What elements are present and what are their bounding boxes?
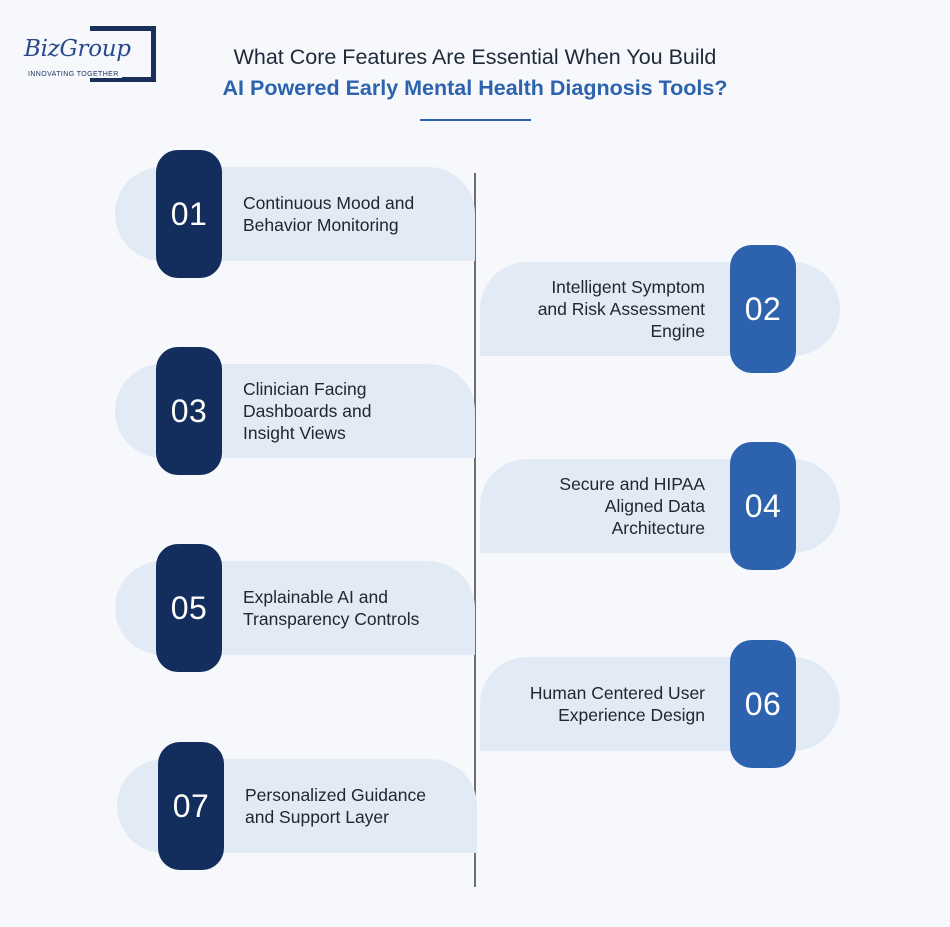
feature-label-text: Personalized Guidance and Support Layer	[245, 785, 426, 827]
feature-label-text: Clinician Facing Dashboards and Insight …	[243, 379, 372, 443]
feature-number-tab: 07	[158, 742, 224, 870]
feature-number: 05	[170, 589, 208, 626]
feature-number-tab: 06	[730, 640, 796, 768]
logo-tagline: INNOVATING TOGETHER	[28, 71, 122, 78]
bizgroup-logo: BizGroup INNOVATING TOGETHER	[22, 26, 156, 84]
feature-number: 02	[744, 290, 782, 327]
feature-number: 07	[172, 787, 210, 824]
feature-number: 01	[170, 195, 208, 232]
timeline-spine	[474, 173, 476, 887]
logo-frame	[90, 26, 156, 82]
feature-number: 06	[744, 685, 782, 722]
feature-label: Intelligent Symptom and Risk Assessment …	[480, 262, 705, 356]
logo-wordmark: BizGroup	[24, 36, 133, 62]
feature-label-text: Human Centered User Experience Design	[529, 683, 705, 725]
feature-label: Secure and HIPAA Aligned Data Architectu…	[480, 459, 705, 553]
feature-number-tab: 03	[156, 347, 222, 475]
feature-label-text: Explainable AI and Transparency Controls	[243, 587, 420, 629]
feature-label-text: Secure and HIPAA Aligned Data Architectu…	[559, 474, 705, 538]
feature-label: Human Centered User Experience Design	[480, 657, 705, 751]
title-underline	[420, 119, 531, 121]
feature-number-tab: 04	[730, 442, 796, 570]
feature-number-tab: 01	[156, 150, 222, 278]
feature-label: Clinician Facing Dashboards and Insight …	[243, 364, 463, 458]
feature-label: Personalized Guidance and Support Layer	[245, 759, 465, 853]
feature-number-tab: 05	[156, 544, 222, 672]
feature-number: 03	[170, 392, 208, 429]
feature-label-text: Continuous Mood and Behavior Monitoring	[243, 193, 415, 235]
feature-label-text: Intelligent Symptom and Risk Assessment …	[537, 277, 705, 341]
feature-number-tab: 02	[730, 245, 796, 373]
title-line-1: What Core Features Are Essential When Yo…	[233, 45, 717, 69]
feature-label: Explainable AI and Transparency Controls	[243, 561, 463, 655]
feature-label: Continuous Mood and Behavior Monitoring	[243, 167, 463, 261]
feature-number: 04	[744, 487, 782, 524]
page-title: What Core Features Are Essential When Yo…	[0, 42, 950, 104]
title-line-2: AI Powered Early Mental Health Diagnosis…	[222, 76, 728, 100]
